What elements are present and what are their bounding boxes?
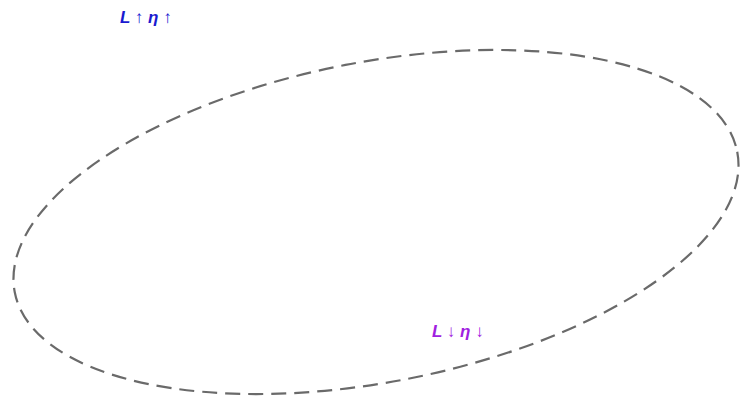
inner-dashed-ellipse	[274, 185, 496, 279]
node-label: L ↑ η ↑	[120, 8, 172, 28]
inner-cloud-outline	[310, 176, 530, 348]
outer-cloud-shape	[121, 46, 634, 398]
outer-cloud: L ↓ η ↓ L ↑ η ↑	[88, 6, 668, 406]
inner-cloud-shape	[330, 192, 430, 279]
inner-cloud: L ↓ η ↓	[310, 176, 530, 348]
outer-cloud-outline	[88, 6, 668, 406]
node-label: L ↓ η ↓	[432, 322, 484, 342]
